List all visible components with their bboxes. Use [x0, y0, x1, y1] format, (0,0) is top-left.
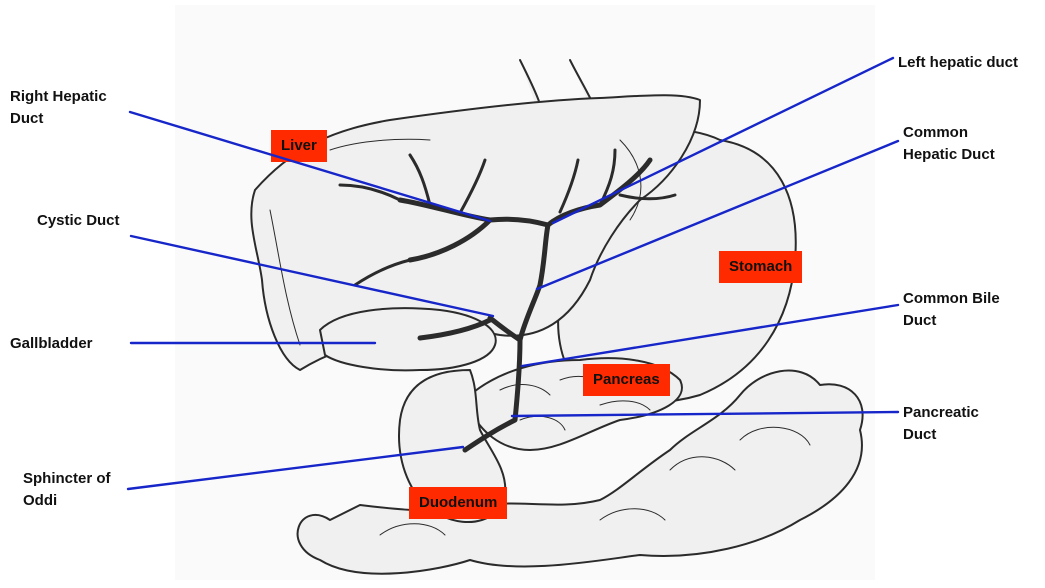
organ-label-duodenum: Duodenum: [409, 487, 507, 519]
label-gallbladder: Gallbladder: [10, 333, 93, 355]
organ-label-stomach: Stomach: [719, 251, 802, 283]
label-common-hepatic-duct: Common Hepatic Duct: [903, 122, 995, 166]
label-cystic-duct: Cystic Duct: [37, 210, 120, 232]
organ-label-liver: Liver: [271, 130, 327, 162]
label-right-hepatic-duct: Right Hepatic Duct: [10, 86, 107, 130]
label-pancreatic-duct: Pancreatic Duct: [903, 402, 979, 446]
label-common-bile-duct: Common Bile Duct: [903, 288, 1000, 332]
label-left-hepatic-duct: Left hepatic duct: [898, 52, 1018, 74]
gallbladder-sketch: [320, 308, 496, 370]
label-sphincter-of-oddi: Sphincter of Oddi: [23, 468, 111, 512]
organ-label-pancreas: Pancreas: [583, 364, 670, 396]
